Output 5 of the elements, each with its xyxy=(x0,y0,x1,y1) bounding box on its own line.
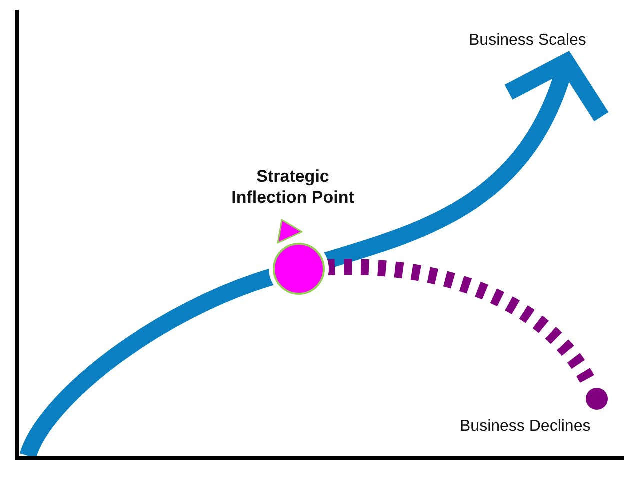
outcome-label: Business Declines xyxy=(460,417,592,437)
curved-arrow xyxy=(323,54,608,270)
callout-label: Strategic Inflection Point xyxy=(230,166,356,208)
endpoint-dot xyxy=(586,388,608,410)
outcome-label: Business Scales xyxy=(469,31,588,51)
